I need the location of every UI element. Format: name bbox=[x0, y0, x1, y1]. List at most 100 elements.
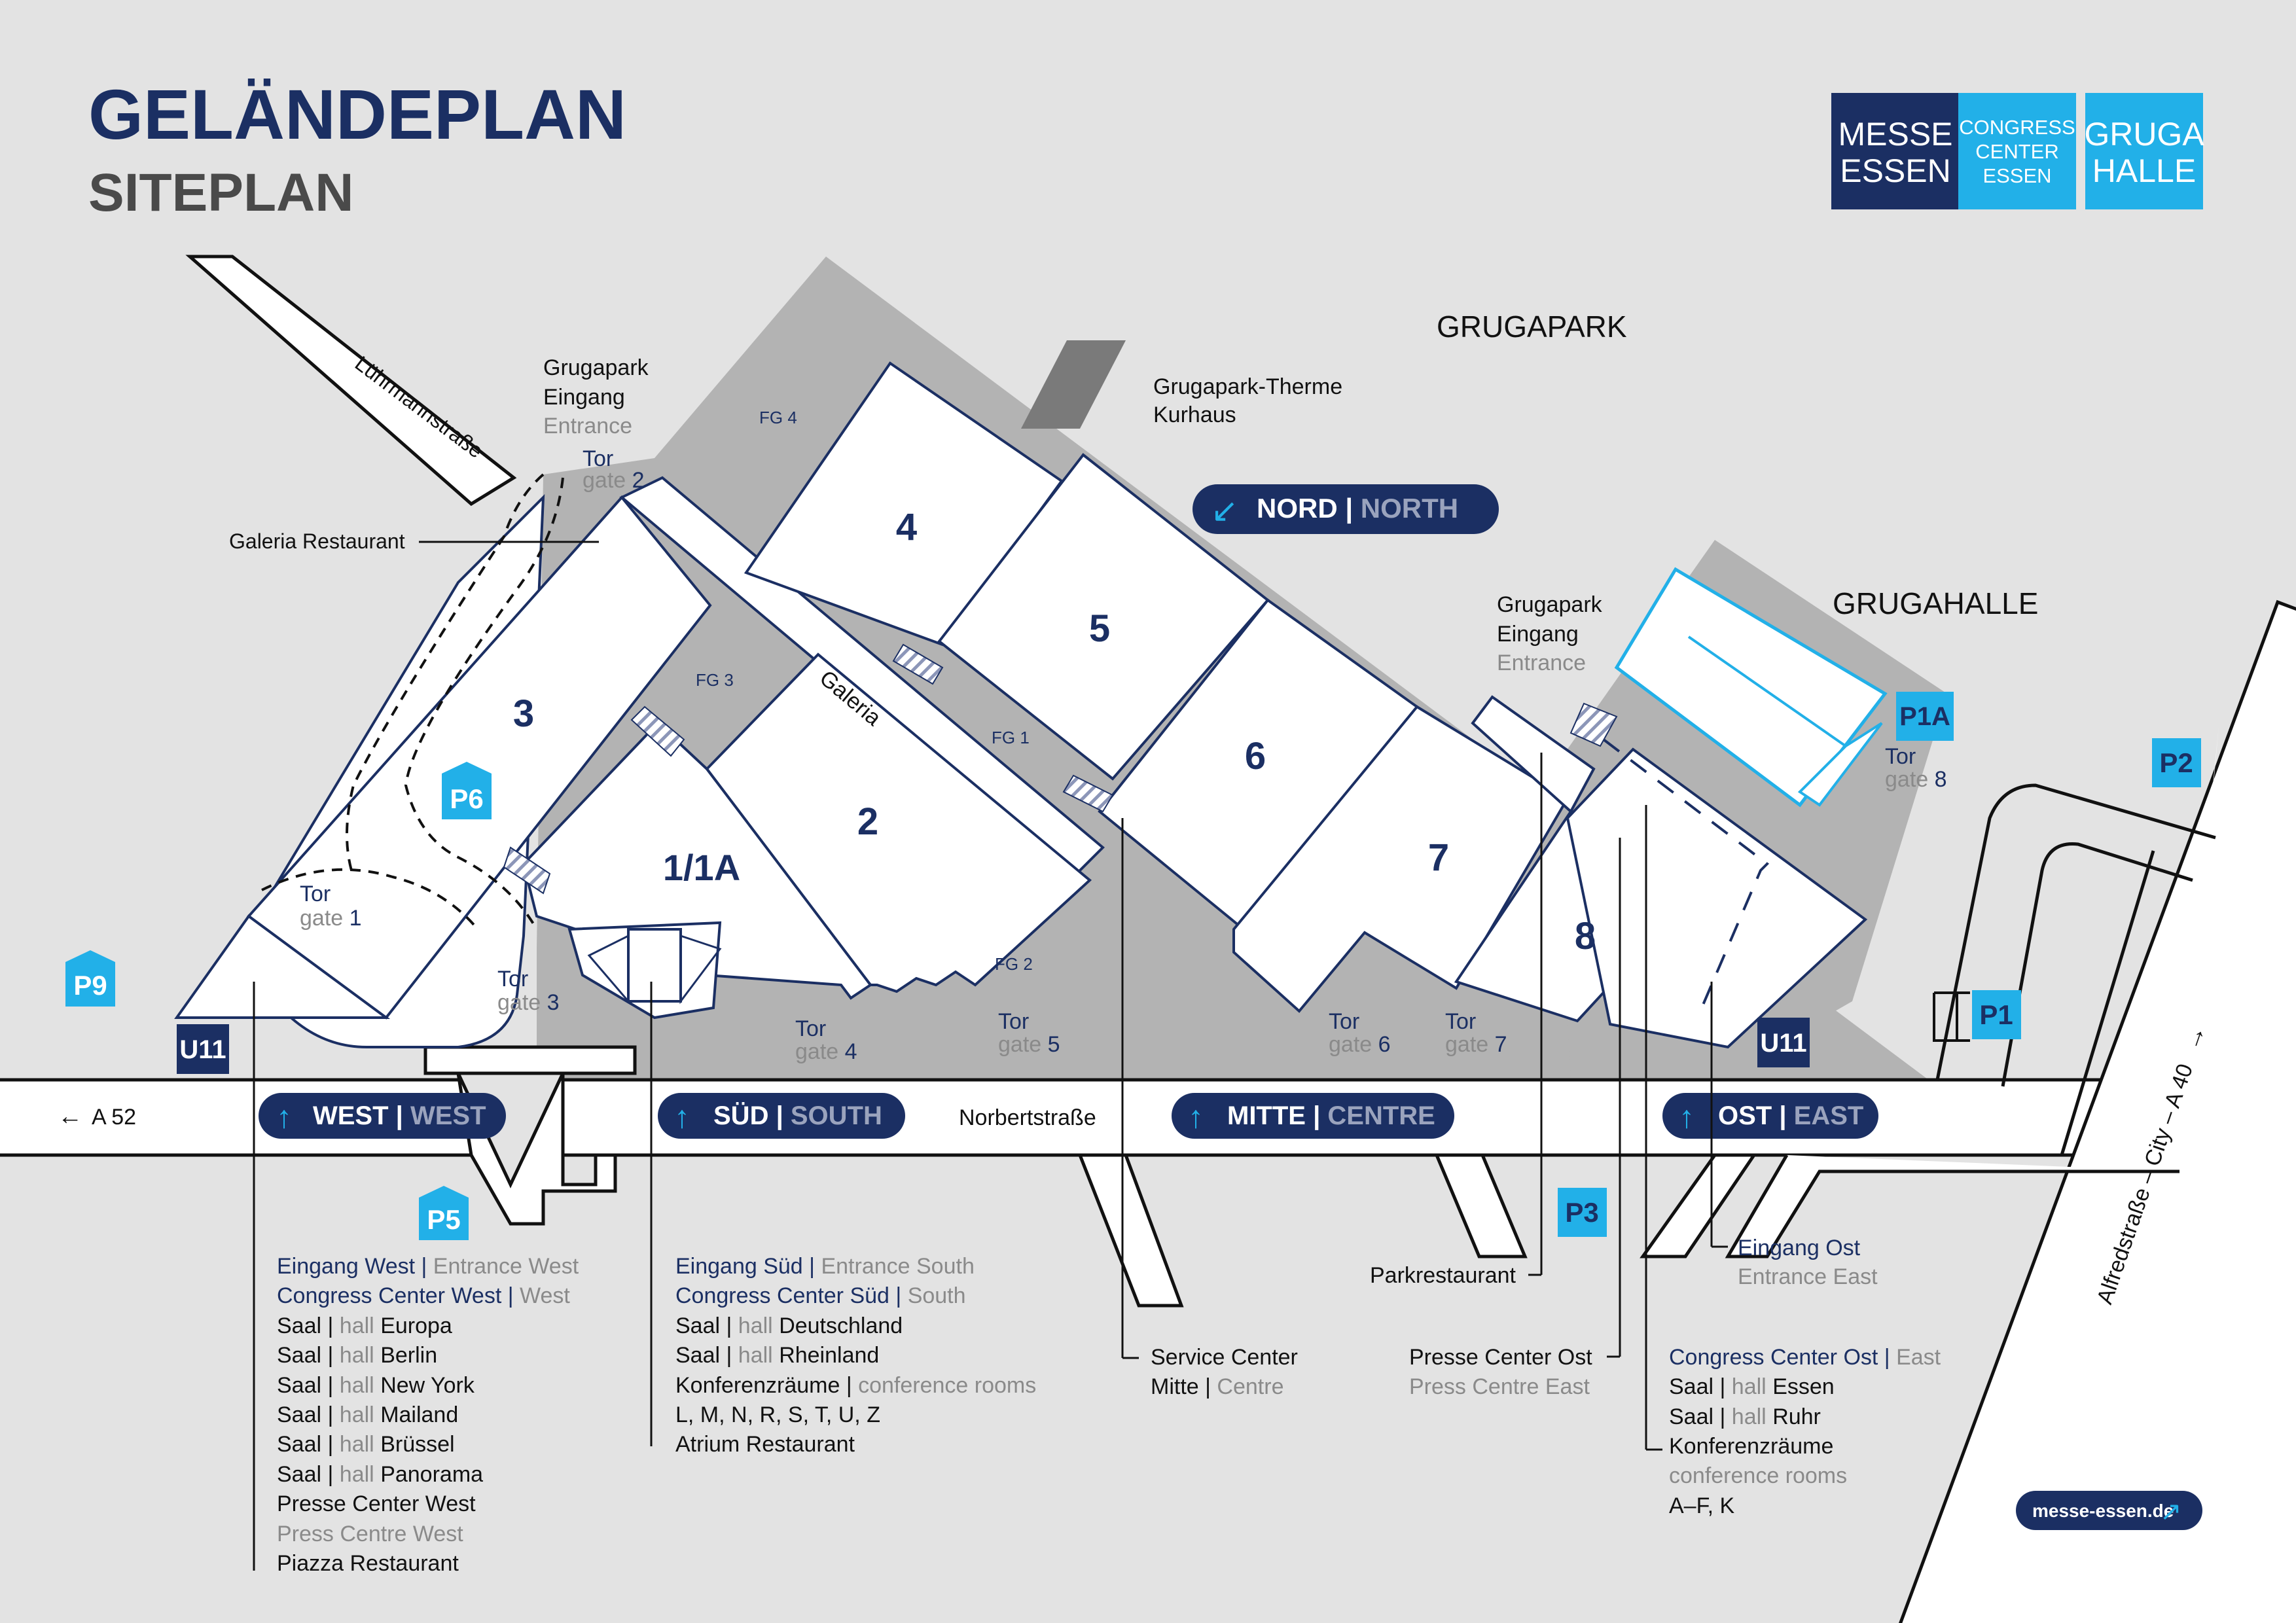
parking-p6[interactable]: P6 bbox=[442, 762, 492, 819]
gate-5-en: gate 5 bbox=[998, 1032, 1060, 1057]
legend-sued-entrance: Eingang Süd | Entrance South bbox=[675, 1254, 975, 1279]
park-entrance-east-line1: Grugapark bbox=[1497, 592, 1603, 617]
hall-6-label: 6 bbox=[1245, 735, 1266, 777]
legend-ost-rooms-de: Konferenzräume bbox=[1669, 1434, 1833, 1459]
parking-p9[interactable]: P9 bbox=[65, 950, 115, 1007]
entrance-badge-nord[interactable]: ↙ NORD | NORTH bbox=[1193, 484, 1499, 534]
subway-u11-east[interactable]: U11 bbox=[1757, 1018, 1810, 1067]
page-subtitle: SITEPLAN bbox=[88, 163, 353, 223]
gate-8: Tor gate 8 bbox=[1885, 744, 1947, 792]
legend-ost-hall-1: Saal | hall Essen bbox=[1669, 1374, 1835, 1399]
entrance-mitte-text: MITTE | CENTRE bbox=[1227, 1101, 1435, 1130]
press-east-en: Press Centre East bbox=[1409, 1374, 1590, 1399]
parking-p1-label: P1 bbox=[1979, 999, 2013, 1030]
website-link[interactable]: messe-essen.de ↗ bbox=[2016, 1491, 2202, 1530]
foyer-fg1: FG 1 bbox=[992, 728, 1030, 747]
service-center-line2: Mitte | Centre bbox=[1151, 1374, 1283, 1399]
service-center-line1: Service Center bbox=[1151, 1345, 1298, 1370]
logo-gruga-line2: HALLE bbox=[2092, 152, 2196, 189]
entrance-east-en: Entrance East bbox=[1738, 1264, 1878, 1289]
gate-4: Tor gate 4 bbox=[795, 1016, 857, 1064]
logo-congress-center[interactable]: CONGRESS CENTER ESSEN bbox=[1958, 93, 2076, 209]
park-entrance-east-line2: Eingang bbox=[1497, 622, 1579, 647]
logo-messe-essen[interactable]: MESSE ESSEN bbox=[1831, 93, 1960, 209]
park-entrance-east-en: Entrance bbox=[1497, 651, 1586, 675]
entrance-sued-text: SÜD | SOUTH bbox=[713, 1101, 882, 1130]
entrance-badge-west[interactable]: ↑ WEST | WEST bbox=[259, 1093, 506, 1139]
foyer-fg4: FG 4 bbox=[759, 408, 797, 427]
gate-3-en: gate 3 bbox=[497, 990, 560, 1015]
parking-p1a[interactable]: P1A bbox=[1896, 692, 1954, 741]
foyer-fg2: FG 2 bbox=[995, 954, 1033, 974]
gate-1: Tor gate 1 bbox=[300, 882, 362, 931]
gate-1-en: gate 1 bbox=[300, 906, 362, 931]
parking-p5[interactable]: P5 bbox=[419, 1186, 469, 1240]
entrance-east: Eingang Ost Entrance East bbox=[1738, 1236, 1878, 1289]
park-entrance-east: Grugapark Eingang Entrance bbox=[1497, 592, 1603, 675]
press-east-de: Presse Center Ost bbox=[1409, 1345, 1592, 1370]
legend-ost-rooms-en: conference rooms bbox=[1669, 1463, 1847, 1488]
legend-west-cc: Congress Center West | West bbox=[277, 1283, 570, 1308]
parking-p2-label: P2 bbox=[2159, 747, 2193, 778]
press-center-east: Presse Center Ost Press Centre East bbox=[1409, 1345, 1592, 1399]
hall-2-label: 2 bbox=[857, 800, 878, 843]
legend-ost-hall-2: Saal | hall Ruhr bbox=[1669, 1404, 1821, 1429]
gate-7-en: gate 7 bbox=[1445, 1032, 1507, 1057]
parking-p9-label: P9 bbox=[73, 970, 107, 1001]
legend-west-restaurant: Piazza Restaurant bbox=[277, 1551, 459, 1576]
legend-sued-hall-2: Saal | hall Rheinland bbox=[675, 1343, 879, 1368]
area-grugahalle: GRUGAHALLE bbox=[1833, 586, 2038, 620]
gate-6-en: gate 6 bbox=[1329, 1032, 1391, 1057]
gate-6: Tor gate 6 bbox=[1329, 1009, 1391, 1057]
gate-6-de: Tor bbox=[1329, 1009, 1359, 1034]
subway-u11-west[interactable]: U11 bbox=[177, 1024, 229, 1074]
street-norbert: Norbertstraße bbox=[959, 1105, 1096, 1130]
park-entrance-west-en: Entrance bbox=[543, 414, 632, 438]
gate-3-de: Tor bbox=[497, 967, 528, 991]
gate-5-de: Tor bbox=[998, 1009, 1029, 1034]
gate-8-en: gate 8 bbox=[1885, 767, 1947, 792]
legend-west-hall-4: Saal | hall Mailand bbox=[277, 1402, 458, 1427]
legend-west: Eingang West | Entrance West Congress Ce… bbox=[277, 1254, 579, 1576]
legend-sued-restaurant: Atrium Restaurant bbox=[675, 1432, 855, 1457]
parking-p3[interactable]: P3 bbox=[1558, 1188, 1607, 1237]
hall-7-label: 7 bbox=[1428, 836, 1449, 879]
arrow-left-icon: ← bbox=[58, 1103, 82, 1130]
page-title: GELÄNDEPLAN bbox=[88, 75, 626, 154]
hall-5-label: 5 bbox=[1089, 607, 1110, 650]
parking-p2[interactable]: P2 bbox=[2152, 738, 2201, 787]
gate-2-de: Tor bbox=[583, 446, 613, 471]
gate-2-en: gate 2 bbox=[583, 468, 645, 493]
logo-grugahalle[interactable]: GRUGA HALLE bbox=[2084, 93, 2204, 209]
hall-4-label: 4 bbox=[896, 506, 917, 548]
gate-4-en: gate 4 bbox=[795, 1039, 857, 1064]
street-a52: ← A 52 bbox=[58, 1103, 136, 1130]
hall-8-label: 8 bbox=[1575, 915, 1596, 957]
arrow-down-left-icon: ↙ bbox=[1211, 492, 1238, 529]
subway-u11-east-label: U11 bbox=[1760, 1029, 1806, 1058]
entrance-badge-mitte[interactable]: ↑ MITTE | CENTRE bbox=[1172, 1093, 1454, 1139]
gate-8-de: Tor bbox=[1885, 744, 1916, 769]
legend-west-hall-5: Saal | hall Brüssel bbox=[277, 1432, 455, 1457]
hall-3-label: 3 bbox=[513, 692, 534, 735]
gate-5: Tor gate 5 bbox=[998, 1009, 1060, 1057]
parking-p1[interactable]: P1 bbox=[1972, 990, 2021, 1039]
entrance-badge-ost[interactable]: ↑ OST | EAST bbox=[1662, 1093, 1878, 1139]
service-center: Service Center Mitte | Centre bbox=[1151, 1345, 1298, 1399]
parking-p1a-label: P1A bbox=[1899, 702, 1950, 731]
arrow-up-icon: ↑ bbox=[1188, 1100, 1204, 1135]
parking-p5-label: P5 bbox=[427, 1204, 460, 1235]
legend-sued-rooms-list: L, M, N, R, S, T, U, Z bbox=[675, 1402, 880, 1427]
legend-west-hall-2: Saal | hall Berlin bbox=[277, 1343, 437, 1368]
legend-west-hall-1: Saal | hall Europa bbox=[277, 1313, 452, 1338]
entrance-badge-sued[interactable]: ↑ SÜD | SOUTH bbox=[658, 1093, 905, 1139]
arrow-up-right-icon: ↗ bbox=[2160, 1497, 2182, 1526]
entrance-west-text: WEST | WEST bbox=[313, 1101, 486, 1130]
therme-line1: Grugapark-Therme bbox=[1153, 374, 1342, 399]
legend-west-press-de: Presse Center West bbox=[277, 1491, 476, 1516]
park-entrance-west-line2: Eingang bbox=[543, 385, 625, 410]
legend-ost-cc: Congress Center Ost | East bbox=[1669, 1345, 1941, 1370]
subway-u11-west-label: U11 bbox=[179, 1035, 226, 1064]
galeria-restaurant-label: Galeria Restaurant bbox=[229, 529, 405, 553]
